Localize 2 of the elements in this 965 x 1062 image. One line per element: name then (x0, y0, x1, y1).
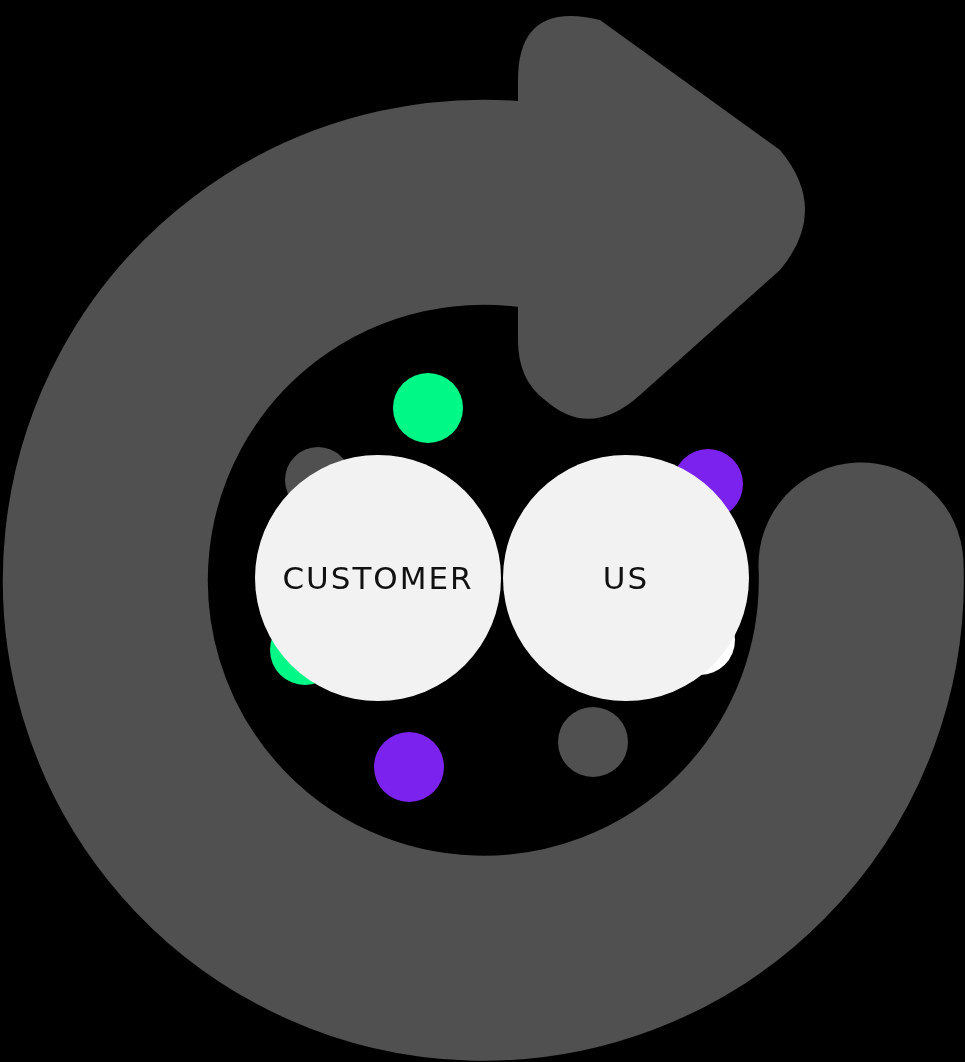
node-label: US (602, 560, 650, 596)
node-label: CUSTOMER (282, 560, 474, 596)
